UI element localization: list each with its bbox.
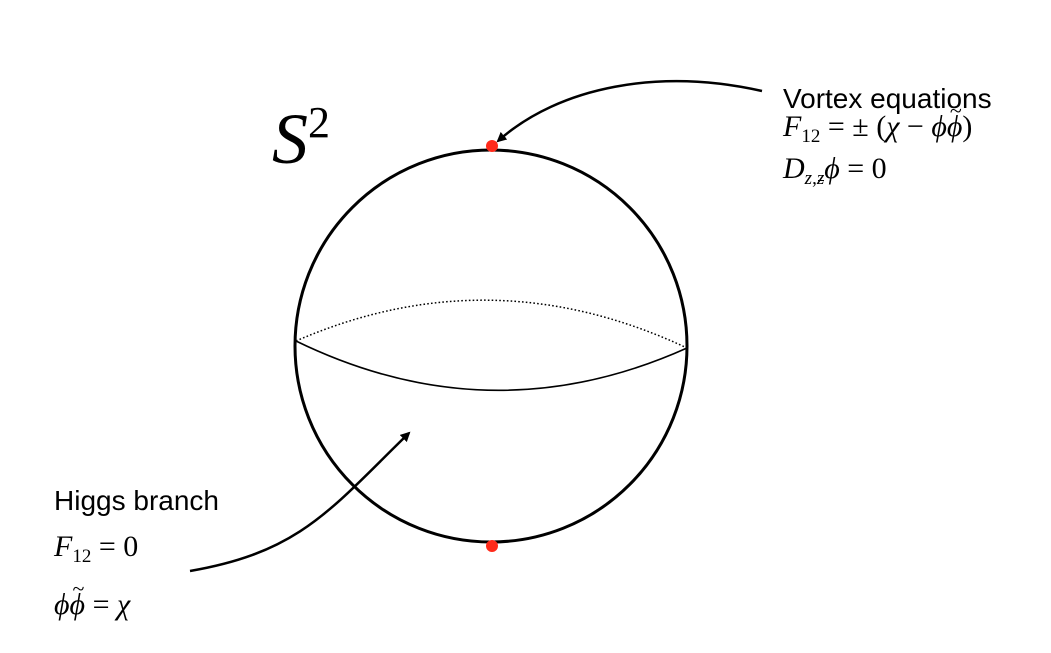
vortex-eq1-sub: 12 bbox=[801, 126, 821, 147]
vortex-eq1-chi: χ bbox=[886, 110, 900, 143]
equator-front bbox=[295, 340, 688, 392]
vortex-equation-2: Dz,zϕ = 0 bbox=[783, 152, 887, 189]
higgs-arrow bbox=[189, 431, 411, 573]
vortex-eq1-phi: ϕ bbox=[931, 110, 947, 143]
higgs-equation-1: F12 = 0 bbox=[54, 530, 139, 567]
south-pole-dot bbox=[486, 540, 498, 552]
vortex-eq2-rel: = 0 bbox=[839, 152, 887, 185]
sphere-base: S bbox=[272, 99, 308, 179]
vortex-eq1-phi-tilde: ϕ bbox=[947, 98, 963, 144]
north-pole-dot bbox=[486, 140, 498, 152]
vortex-eq2-phi: ϕ bbox=[824, 152, 840, 185]
higgs-eq2-chi: χ bbox=[116, 588, 131, 621]
higgs-eq1-lhs: F bbox=[54, 530, 73, 563]
vortex-eq1-lhs: F bbox=[783, 110, 802, 143]
equator-back-dotted bbox=[295, 299, 688, 349]
higgs-eq2-rel: = bbox=[85, 588, 117, 621]
sphere-label: S2 bbox=[272, 98, 330, 181]
vortex-eq2-sub-comma: , bbox=[812, 168, 817, 189]
vortex-arrow bbox=[496, 79, 763, 143]
higgs-title: Higgs branch bbox=[54, 485, 219, 516]
vortex-equation-1: F12 = ± (χ − ϕϕ) bbox=[783, 98, 973, 147]
higgs-eq2-phi: ϕ bbox=[54, 588, 70, 621]
vortex-eq1-rel: = ± ( bbox=[820, 110, 887, 143]
higgs-eq2-phi-tilde: ϕ bbox=[70, 576, 86, 622]
sphere-exponent: 2 bbox=[308, 98, 330, 147]
vortex-eq1-close: ) bbox=[962, 110, 973, 143]
sphere-outline bbox=[293, 148, 689, 544]
higgs-eq1-sub: 12 bbox=[72, 546, 92, 567]
higgs-eq1-rel: = 0 bbox=[91, 530, 139, 563]
vortex-eq2-lhs: D bbox=[783, 152, 805, 185]
vortex-eq1-minus: − bbox=[899, 110, 932, 143]
vortex-eq2-sub-z: z bbox=[804, 168, 813, 189]
vortex-eq2-sub: z,z bbox=[804, 168, 825, 189]
higgs-equation-2: ϕϕ = χ bbox=[54, 576, 131, 622]
